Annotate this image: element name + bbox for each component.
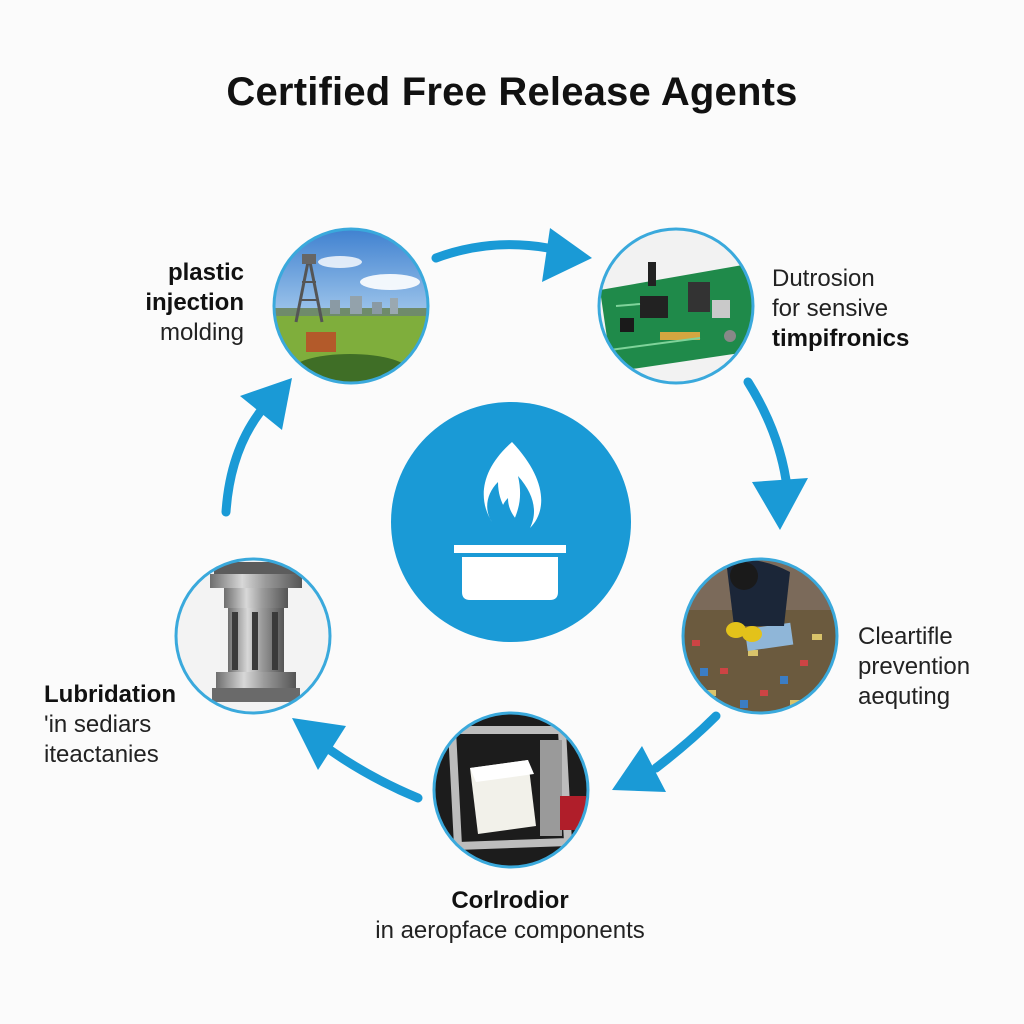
label-line: aequting bbox=[858, 683, 951, 710]
label-line: in aeropface components bbox=[375, 917, 645, 944]
arrow-top-head bbox=[542, 228, 592, 282]
node-label-top-right: Dutrosion for sensive timpifronics bbox=[772, 264, 992, 354]
label-line: prevention bbox=[858, 653, 971, 680]
label-line: Dutrosion bbox=[772, 265, 875, 292]
arrow-right-head bbox=[752, 478, 808, 530]
worker-electronics-photo bbox=[681, 557, 839, 715]
label-line: timpifronics bbox=[772, 325, 910, 352]
arrow-bottom-right bbox=[651, 711, 721, 773]
arrow-bottom-left-head bbox=[292, 718, 346, 770]
circuit-board-photo bbox=[597, 227, 755, 385]
page-title: Certified Free Release Agents bbox=[226, 70, 798, 114]
label-line: 'in sediars bbox=[44, 711, 152, 738]
arrow-left-head bbox=[240, 378, 292, 430]
label-line: Lubridation bbox=[44, 681, 176, 708]
arrow-top bbox=[431, 240, 553, 263]
node-label-left: Lubridation 'in sediars iteactanies bbox=[44, 680, 204, 770]
label-line: Corlrodior bbox=[451, 887, 569, 914]
label-line: injection bbox=[145, 289, 244, 316]
arrow-bottom-left bbox=[325, 745, 423, 803]
metal-cylinder-part-photo bbox=[174, 557, 332, 715]
node-label-right: Cleartifle prevention aequting bbox=[858, 622, 1018, 712]
arrow-left bbox=[221, 407, 265, 517]
label-line: iteactanies bbox=[44, 741, 159, 768]
flame-over-container-icon bbox=[391, 402, 631, 642]
water-tower-field-photo bbox=[272, 227, 430, 385]
foam-block-in-frame-photo bbox=[432, 711, 590, 869]
label-line: molding bbox=[159, 319, 244, 346]
label-line: plastic bbox=[167, 259, 244, 286]
arrow-bottom-right-head bbox=[612, 746, 666, 792]
node-label-bottom: Corlrodior in aeropface components bbox=[310, 886, 710, 946]
node-label-top-left: plastic injection molding bbox=[80, 258, 244, 348]
arrow-right bbox=[743, 377, 791, 485]
label-line: Cleartifle bbox=[858, 623, 953, 650]
label-line: for sensive bbox=[772, 295, 889, 322]
